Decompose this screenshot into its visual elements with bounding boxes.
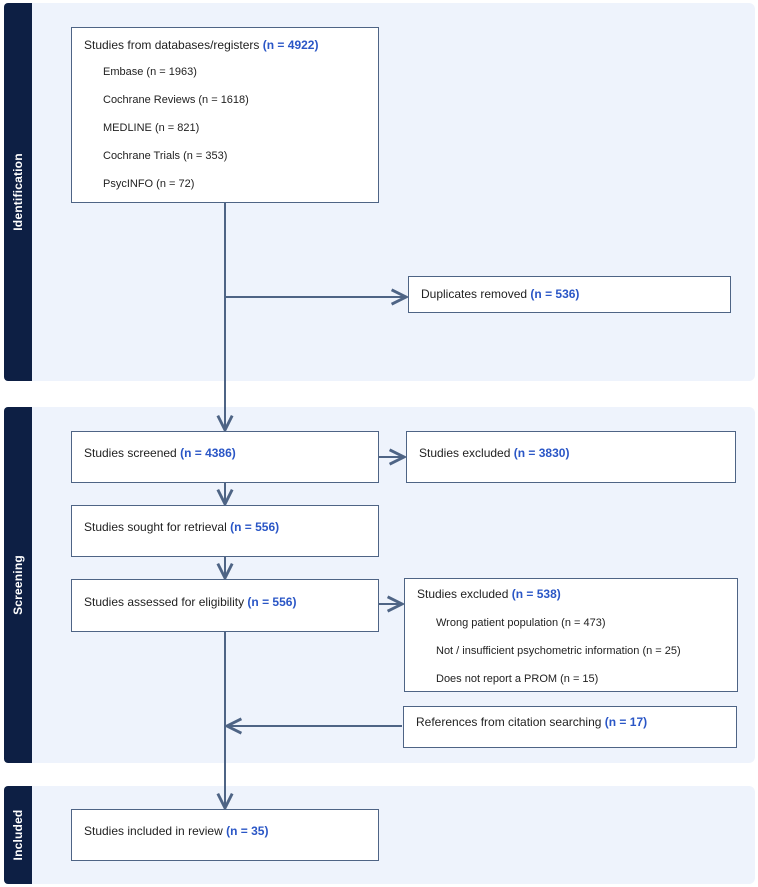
screening-stage-label: Screening <box>4 407 32 763</box>
citation-count: (n = 17) <box>604 715 648 729</box>
identification-label-text: Identification <box>11 153 25 231</box>
included-stage-label: Included <box>4 786 32 884</box>
excluded-screening-label: Studies excluded <box>419 446 511 460</box>
included-label-text: Included <box>11 809 25 861</box>
eligibility-box: Studies assessed for eligibility (n = 55… <box>71 579 379 632</box>
reason-no-prom: Does not report a PROM (n = 15) <box>436 673 599 685</box>
duplicates-box: Duplicates removed (n = 536) <box>408 276 731 313</box>
databases-box: Studies from databases/registers (n = 49… <box>71 27 379 203</box>
excluded-screening-count: (n = 3830) <box>513 446 570 460</box>
source-psycinfo: PsycINFO (n = 72) <box>103 178 195 190</box>
duplicates-label: Duplicates removed <box>421 287 528 301</box>
excluded-eligibility-count: (n = 538) <box>511 587 561 601</box>
included-box: Studies included in review (n = 35) <box>71 809 379 861</box>
eligibility-count: (n = 556) <box>247 595 297 609</box>
included-text: Studies included in review (n = 35) <box>84 824 268 838</box>
source-embase: Embase (n = 1963) <box>103 66 197 78</box>
reason-psychometric-info: Not / insufficient psychometric informat… <box>436 645 681 657</box>
excluded-screening-text: Studies excluded (n = 3830) <box>419 446 569 460</box>
excluded-screening-box: Studies excluded (n = 3830) <box>406 431 736 483</box>
screened-box: Studies screened (n = 4386) <box>71 431 379 483</box>
retrieval-text: Studies sought for retrieval (n = 556) <box>84 520 279 534</box>
excluded-eligibility-heading: Studies excluded (n = 538) <box>417 587 561 601</box>
citation-box: References from citation searching (n = … <box>403 706 737 748</box>
excluded-eligibility-box: Studies excluded (n = 538) Wrong patient… <box>404 578 738 692</box>
eligibility-text: Studies assessed for eligibility (n = 55… <box>84 595 296 609</box>
databases-count: (n = 4922) <box>262 38 319 52</box>
reason-wrong-population: Wrong patient population (n = 473) <box>436 617 606 629</box>
duplicates-count: (n = 536) <box>530 287 580 301</box>
screening-label-text: Screening <box>11 555 25 615</box>
citation-text: References from citation searching (n = … <box>416 715 647 729</box>
identification-stage-label: Identification <box>4 3 32 381</box>
included-label: Studies included in review <box>84 824 223 838</box>
retrieval-count: (n = 556) <box>230 520 280 534</box>
screened-label: Studies screened <box>84 446 177 460</box>
retrieval-label: Studies sought for retrieval <box>84 520 227 534</box>
databases-label: Studies from databases/registers <box>84 38 260 52</box>
eligibility-label: Studies assessed for eligibility <box>84 595 245 609</box>
screened-count: (n = 4386) <box>180 446 236 460</box>
excluded-eligibility-label: Studies excluded <box>417 587 509 601</box>
source-medline: MEDLINE (n = 821) <box>103 122 200 134</box>
citation-label: References from citation searching <box>416 715 602 729</box>
duplicates-text: Duplicates removed (n = 536) <box>421 287 579 301</box>
source-cochrane-trials: Cochrane Trials (n = 353) <box>103 150 228 162</box>
screened-text: Studies screened (n = 4386) <box>84 446 236 460</box>
included-count: (n = 35) <box>226 824 269 838</box>
retrieval-box: Studies sought for retrieval (n = 556) <box>71 505 379 557</box>
source-cochrane-reviews: Cochrane Reviews (n = 1618) <box>103 94 249 106</box>
databases-heading: Studies from databases/registers (n = 49… <box>84 38 318 52</box>
